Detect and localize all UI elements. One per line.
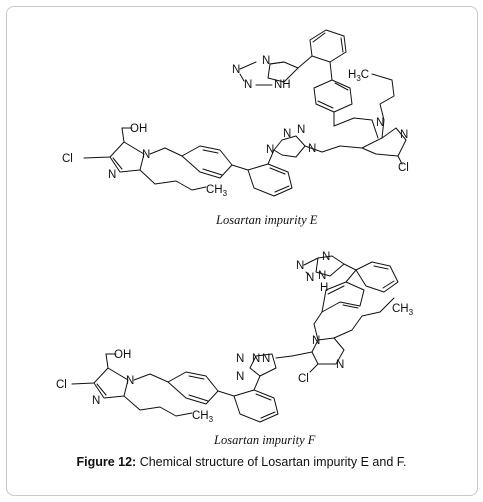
figure-caption: Figure 12: Chemical structure of Losarta…: [0, 455, 483, 469]
structure-e-n1-label: N: [142, 149, 150, 161]
structure-f-cl2-label: Cl: [298, 373, 309, 385]
structure-e-tz-n3: N: [244, 79, 252, 91]
structure-e-tz-nh: NH: [274, 79, 291, 91]
structure-f: OH Cl N N CH3 N N N N: [56, 251, 414, 447]
structure-f-cl-label: Cl: [56, 379, 67, 391]
structure-e-ttz-n3: N: [266, 144, 274, 156]
structure-e-ttz-n1: N: [283, 128, 291, 140]
structure-e-ttz-n2: N: [297, 124, 305, 136]
structure-f-ttz-n3: N: [262, 353, 270, 365]
structure-f-n2-label: N: [92, 395, 100, 407]
structure-e-right-imidazole: [353, 73, 407, 165]
structure-e-cl2-label: Cl: [398, 162, 409, 174]
structure-f-n3-label: N: [312, 335, 320, 347]
structure-e-n2-label: N: [108, 169, 116, 181]
structure-e-oh-label: OH: [130, 123, 147, 135]
structure-f-n4-label: N: [336, 359, 344, 371]
structure-f-tetrazole-upper: [315, 255, 345, 277]
structure-e-triazole: [273, 135, 363, 158]
structure-f-tz-h: H: [320, 282, 328, 294]
structure-f-n1-label: N: [126, 375, 134, 387]
structure-f-biphenyl-upper: [321, 261, 399, 313]
structure-f-tz-n3: N: [306, 272, 314, 284]
structure-f-ch3-label: CH3: [192, 410, 214, 424]
structure-f-ttz-n4: N: [236, 371, 244, 383]
structure-e-tz-n2: N: [232, 64, 240, 76]
structure-f-biphenyl-lower: [167, 371, 279, 423]
structure-f-tz-n2: N: [296, 260, 304, 272]
structure-f-right-imidazole: [309, 297, 395, 373]
structure-f-tz-n4: N: [318, 270, 326, 282]
structure-e-left-imidazole: [83, 127, 207, 191]
structure-e-n4-label: N: [400, 129, 408, 141]
structure-e-ttz-n4: N: [308, 143, 316, 155]
structure-e-tz-n1: N: [262, 55, 270, 67]
figure-caption-prefix: Figure 12:: [76, 455, 137, 469]
structure-e-ch3-label: CH3: [206, 184, 228, 198]
structure-e-biphenyl-upper: [297, 29, 355, 127]
structure-e-tetrazole-upper: [267, 61, 299, 83]
structure-e-cl-label: Cl: [62, 153, 73, 165]
structure-f-oh-label: OH: [114, 349, 131, 361]
structure-f-caption: Losartan impurity F: [213, 433, 316, 447]
structure-f-ch3b-label: CH3: [392, 303, 414, 317]
structure-f-tz-n1: N: [322, 251, 330, 263]
structure-f-ttz-n2: N: [252, 353, 260, 365]
structure-e-biphenyl-lower: [181, 145, 293, 197]
structure-e-n3-label: N: [376, 117, 384, 129]
structure-f-left-imidazole: [71, 353, 193, 417]
structure-e-h3c-label: H3C: [348, 69, 369, 83]
figure-caption-text: Chemical structure of Losartan impurity …: [136, 455, 407, 469]
structure-e-caption: Losartan impurity E: [215, 213, 318, 227]
structure-f-triazole: [249, 351, 313, 377]
structure-f-ttz-n1: N: [236, 353, 244, 365]
structure-e: OH Cl N N CH3 N N N N: [62, 29, 409, 227]
